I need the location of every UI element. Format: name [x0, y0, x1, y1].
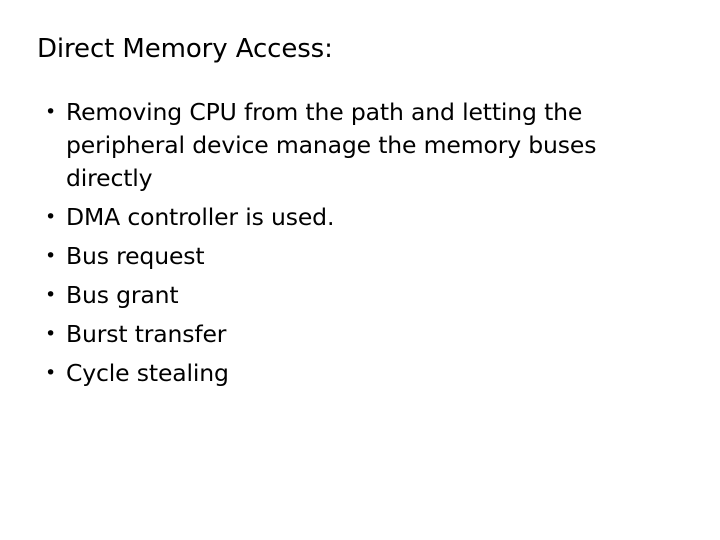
page-title: Direct Memory Access: [37, 34, 333, 64]
list-item-label: DMA controller is used. [66, 203, 335, 231]
bullet-dot-icon: • [45, 362, 57, 384]
bullet-list: • Removing CPU from the path and letting… [37, 96, 685, 390]
list-item: • Bus grant [37, 279, 685, 312]
list-item-label: Bus grant [66, 281, 179, 309]
list-item: • DMA controller is used. [37, 201, 685, 234]
list-item-label: Cycle stealing [66, 359, 229, 387]
list-item: • Removing CPU from the path and letting… [37, 96, 685, 195]
bullet-dot-icon: • [45, 101, 57, 123]
bullet-dot-icon: • [45, 323, 57, 345]
list-item-label: Burst transfer [66, 320, 227, 348]
bullet-dot-icon: • [45, 284, 57, 306]
list-item: • Bus request [37, 240, 685, 273]
list-item-label: Removing CPU from the path and letting t… [66, 98, 597, 192]
bullet-dot-icon: • [45, 206, 57, 228]
list-item: • Cycle stealing [37, 357, 685, 390]
bullet-dot-icon: • [45, 245, 57, 267]
list-item: • Burst transfer [37, 318, 685, 351]
list-item-label: Bus request [66, 242, 205, 270]
